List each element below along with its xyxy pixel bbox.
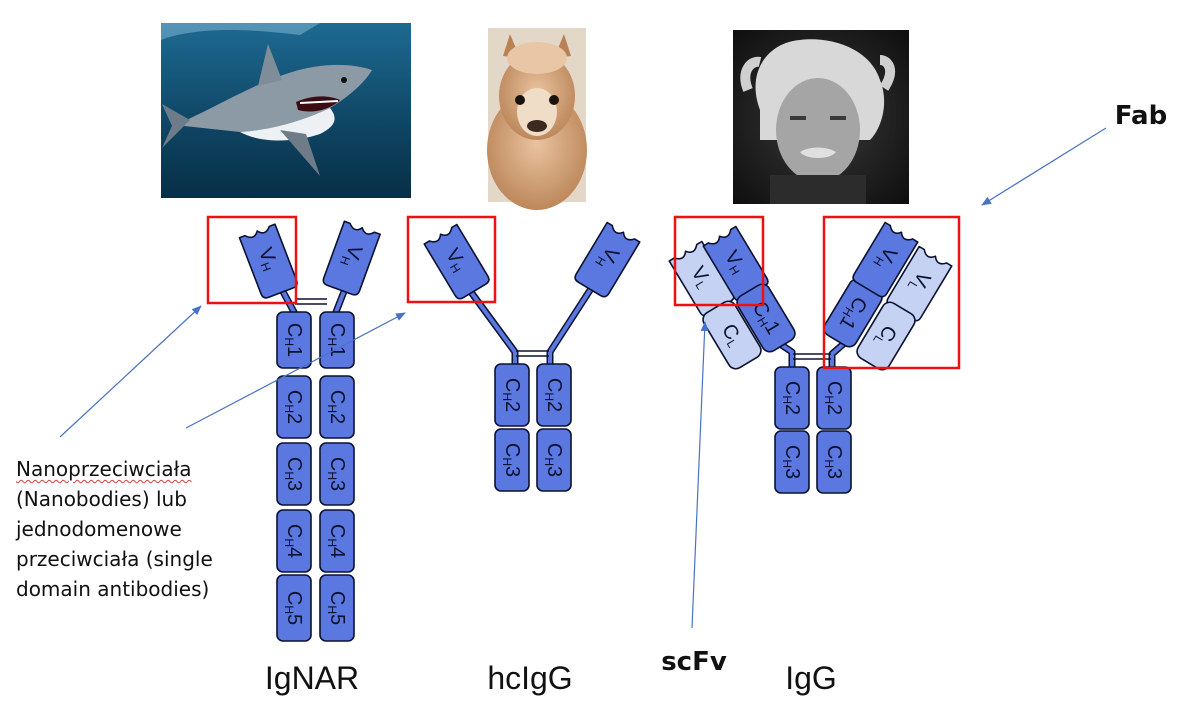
igg-ch3-domain: CH3 <box>774 430 810 494</box>
svg-text:CH3: CH3 <box>282 457 305 491</box>
nanobody-term: Nanoprzeciwciała <box>16 457 192 481</box>
ignar-ch1-domain: CH1 <box>276 311 312 369</box>
svg-text:CH4: CH4 <box>325 524 348 558</box>
svg-text:CH5: CH5 <box>282 591 305 625</box>
svg-text:CH3: CH3 <box>325 457 348 491</box>
igg-ch1-domain: CH1 <box>736 283 796 353</box>
svg-text:CH2: CH2 <box>282 390 305 424</box>
ignar-ch4-domain: CH4 <box>319 509 355 573</box>
svg-text:CH2: CH2 <box>780 381 803 415</box>
svg-text:CH2: CH2 <box>500 378 523 412</box>
nanobody-arrow-2 <box>185 312 406 429</box>
ignar-ch4-domain: CH4 <box>276 509 312 573</box>
hcigg-vh-domain: VH <box>574 221 641 298</box>
hcigg-ch2-domain: CH2 <box>494 363 530 427</box>
igg-antibody: VL VH CL CH1 CH1 VH VL CL <box>668 221 953 494</box>
svg-text:CH3: CH3 <box>780 445 803 479</box>
ignar-ch2-domain: CH2 <box>276 375 312 439</box>
hcigg-antibody: VH VH CH2 CH2 CH3 CH3 <box>423 221 641 492</box>
hcigg-vh-domain: VH <box>423 223 490 300</box>
hcigg-ch3-domain: CH3 <box>536 428 572 492</box>
svg-text:CH4: CH4 <box>282 524 305 558</box>
scfv-label: scFv <box>661 647 727 677</box>
ignar-ch5-domain: CH5 <box>276 574 312 642</box>
nanobody-arrow-1 <box>59 305 202 438</box>
ignar-label: IgNAR <box>265 660 359 696</box>
nanobody-description: Nanoprzeciwciała (Nanobodies) lub jednod… <box>16 454 256 604</box>
igg-ch2-domain: CH2 <box>774 366 810 430</box>
svg-text:CH1: CH1 <box>282 323 305 357</box>
fab-highlight-box <box>822 215 961 370</box>
svg-text:CH5: CH5 <box>325 591 348 625</box>
igg-vh-domain: VH <box>702 225 769 302</box>
svg-text:CH3: CH3 <box>542 443 565 477</box>
ignar-vh-highlight-box <box>206 215 298 305</box>
nanobody-description-text: (Nanobodies) lub jednodomenowe przeciwci… <box>16 487 213 601</box>
scfv-arrow <box>691 321 709 629</box>
alpaca-photo <box>487 28 587 210</box>
shark-photo <box>161 23 411 198</box>
hcigg-ch2-domain: CH2 <box>536 363 572 427</box>
hcigg-vh-highlight-box <box>406 215 497 304</box>
hcigg-hinge-right <box>546 280 598 368</box>
fab-arrow <box>981 127 1107 206</box>
igg-label: IgG <box>785 660 837 696</box>
igg-vh-domain: VH <box>852 221 919 298</box>
ignar-ch5-domain: CH5 <box>319 574 355 642</box>
ignar-vh-domain: VH <box>322 220 381 296</box>
einstein-photo <box>733 30 909 204</box>
svg-text:CH2: CH2 <box>325 390 348 424</box>
svg-text:CH2: CH2 <box>542 378 565 412</box>
ignar-ch2-domain: CH2 <box>319 375 355 439</box>
igg-ch1-domain: CH1 <box>823 278 883 348</box>
ignar-ch3-domain: CH3 <box>319 442 355 506</box>
hcigg-label: hcIgG <box>487 660 572 696</box>
ignar-antibody: VH VH CH1 CH1 CH2 CH2 CH3 CH3 <box>238 220 381 642</box>
svg-text:CH2: CH2 <box>822 381 845 415</box>
svg-text:CH3: CH3 <box>500 443 523 477</box>
igg-cl-domain: CL <box>702 300 762 370</box>
ignar-ch1-domain: CH1 <box>319 311 355 369</box>
ignar-vh-domain: VH <box>238 223 298 299</box>
igg-cl-domain: CL <box>856 301 916 371</box>
fab-label: Fab <box>1115 101 1167 131</box>
igg-ch2-domain: CH2 <box>816 366 852 430</box>
scfv-highlight-box <box>673 215 765 307</box>
svg-text:CH1: CH1 <box>325 323 348 357</box>
svg-text:VH: VH <box>337 242 366 271</box>
hcigg-hinge-left <box>464 284 519 368</box>
ignar-ch3-domain: CH3 <box>276 442 312 506</box>
svg-text:CH3: CH3 <box>822 445 845 479</box>
igg-ch3-domain: CH3 <box>816 430 852 494</box>
hcigg-ch3-domain: CH3 <box>494 428 530 492</box>
